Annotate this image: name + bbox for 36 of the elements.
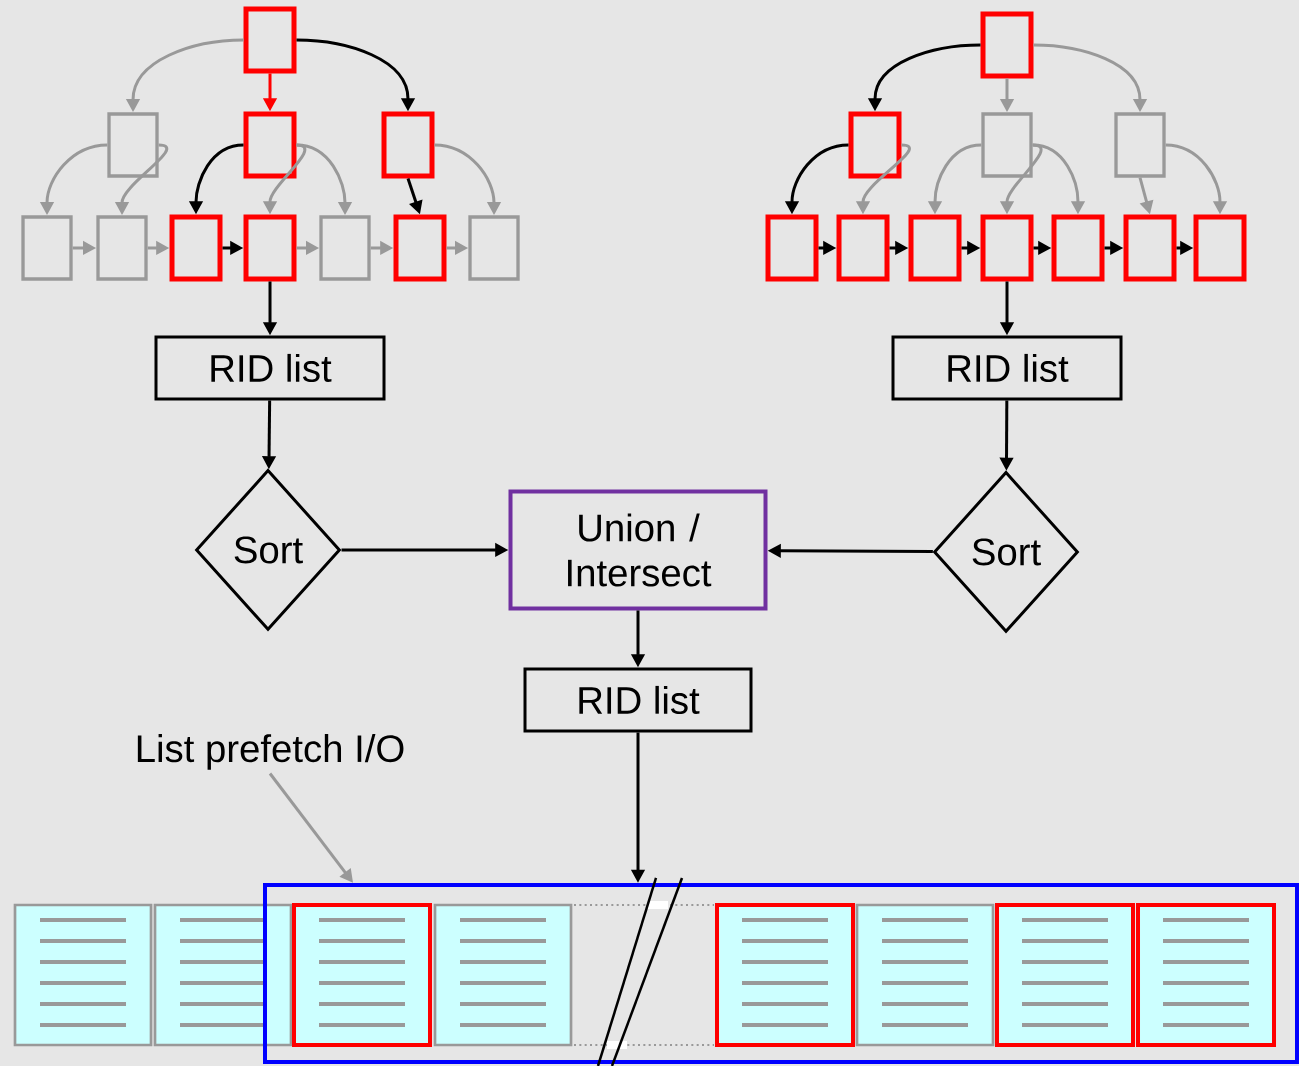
data-page — [715, 903, 855, 1047]
index-node-box — [848, 111, 902, 179]
index-node-box — [1114, 112, 1166, 178]
index-node-box — [1193, 214, 1247, 282]
rid-list-box: RID list — [154, 335, 386, 401]
union-intersect-box: Union / Intersect — [508, 489, 768, 611]
data-page — [13, 903, 153, 1047]
index-node-box — [393, 214, 447, 282]
index-node-box — [836, 214, 890, 282]
rid-list-box: RID list — [523, 667, 753, 733]
index-node-box — [468, 215, 520, 281]
index-node-box — [21, 215, 73, 281]
data-page — [153, 903, 293, 1047]
index-node-box — [980, 11, 1034, 79]
index-node-box — [96, 215, 148, 281]
index-node-box — [169, 214, 223, 282]
index-node-box — [243, 214, 297, 282]
index-node-box — [765, 214, 819, 282]
index-node-box — [908, 214, 962, 282]
data-page — [292, 903, 432, 1047]
prefetch-band — [263, 883, 1299, 1064]
data-page — [433, 903, 573, 1047]
data-page — [1136, 903, 1276, 1047]
index-node-box — [107, 112, 159, 178]
index-node-box — [243, 6, 297, 74]
index-node-box — [319, 215, 371, 281]
data-page — [855, 903, 995, 1047]
data-page — [995, 903, 1135, 1047]
callout-label: List prefetch I/O — [137, 734, 404, 770]
rid-list-box: RID list — [891, 335, 1123, 401]
index-node-box — [980, 214, 1034, 282]
index-node-box — [243, 111, 297, 179]
index-node-box — [1051, 214, 1105, 282]
index-node-box — [381, 111, 435, 179]
index-node-box — [981, 112, 1033, 178]
index-node-box — [1123, 214, 1177, 282]
